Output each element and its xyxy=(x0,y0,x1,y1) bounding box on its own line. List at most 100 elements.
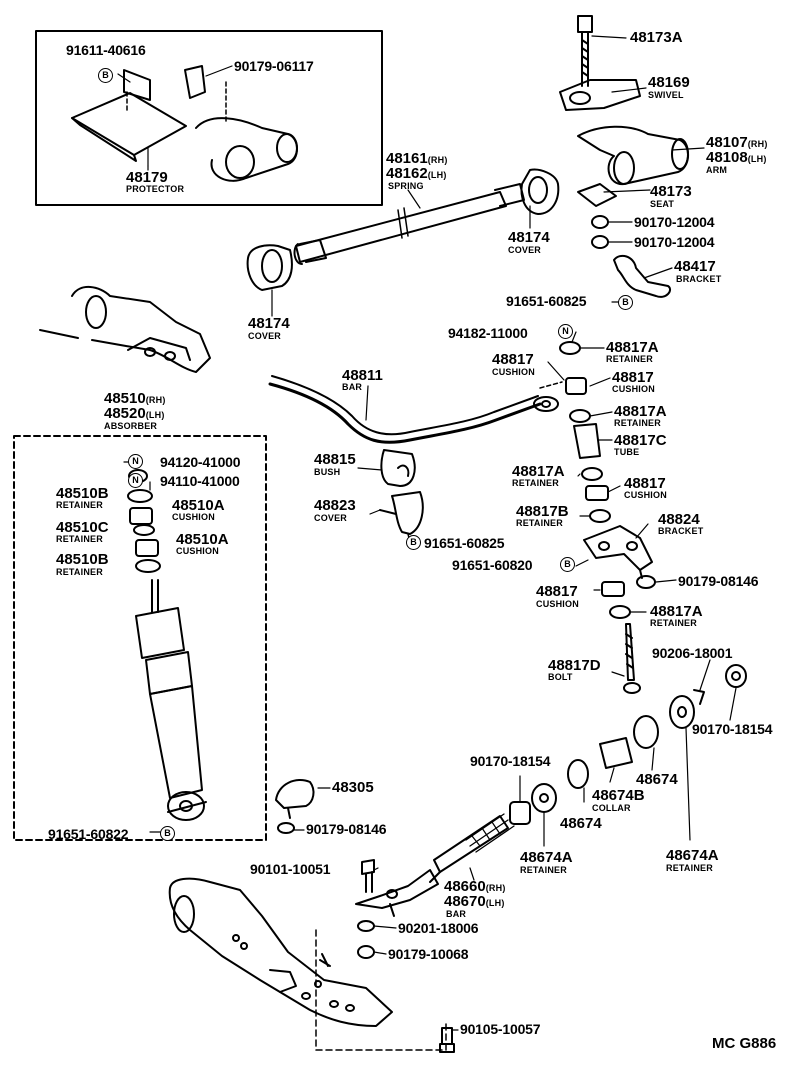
absorber-inset-frame xyxy=(13,435,267,841)
label-48670: 48670(LH) xyxy=(444,893,505,910)
label-48520: 48520(LH) xyxy=(104,405,165,422)
label-48510a-1: 48510A xyxy=(172,497,225,514)
badge-b-protector: B xyxy=(98,68,113,83)
cushion-48674-2 xyxy=(567,759,589,789)
sublabel-retainer-48674a-1: RETAINER xyxy=(520,865,567,875)
sublabel-retainer-4: RETAINER xyxy=(650,618,697,628)
sublabel-cushion-48510a-1: CUSHION xyxy=(172,512,215,522)
label-90201-18006: 90201-18006 xyxy=(398,920,479,936)
sublabel-retainer-b: RETAINER xyxy=(516,518,563,528)
label-48817a-2: 48817A xyxy=(614,403,667,420)
cover-48823 xyxy=(391,491,424,535)
label-90101-10051: 90101-10051 xyxy=(250,861,331,877)
label-90170-12004-b: 90170-12004 xyxy=(634,234,715,250)
sublabel-absorber: ABSORBER xyxy=(104,421,158,431)
retainer-48817a-3 xyxy=(581,467,603,481)
badge-n-3: N xyxy=(128,473,143,488)
bush-48815 xyxy=(380,449,416,487)
sublabel-bush: BUSH xyxy=(314,467,341,477)
sublabel-seat: SEAT xyxy=(650,199,675,209)
label-48817-3: 48817 xyxy=(624,475,666,492)
label-48660: 48660(RH) xyxy=(444,878,506,895)
badge-n-2: N xyxy=(128,454,143,469)
label-48173a: 48173A xyxy=(630,29,683,46)
seat-48173 xyxy=(577,183,617,207)
sublabel-bar: BAR xyxy=(342,382,363,392)
label-90170-18154-b: 90170-18154 xyxy=(470,753,551,769)
label-91651-60825-a: 91651-60825 xyxy=(506,293,587,309)
cushion-48510a-2 xyxy=(135,539,159,557)
label-48179: 48179 xyxy=(126,169,168,186)
bolt-90105-10057 xyxy=(439,1043,455,1053)
label-48823: 48823 xyxy=(314,497,356,514)
absorber-eye xyxy=(167,791,205,821)
label-48510: 48510(RH) xyxy=(104,390,166,407)
protector-clip xyxy=(184,65,206,99)
sublabel-retainer-48510c: RETAINER xyxy=(56,534,103,544)
label-48817d: 48817D xyxy=(548,657,601,674)
retainer-48817a-4 xyxy=(609,605,631,619)
protector-arm-sketch xyxy=(195,117,298,182)
torsion-spring-48161 xyxy=(295,191,507,263)
washer-90201-18006 xyxy=(357,920,375,932)
label-91651-60822: 91651-60822 xyxy=(48,826,129,842)
label-48174-b: 48174 xyxy=(508,229,550,246)
nut-90170-18154-a xyxy=(725,664,747,688)
label-91651-60825-b: 91651-60825 xyxy=(424,535,505,551)
badge-b-1: B xyxy=(618,295,633,310)
label-90170-12004-a: 90170-12004 xyxy=(634,214,715,230)
label-90179-08146-a: 90179-08146 xyxy=(678,573,759,589)
strut-bar-48660 xyxy=(433,815,509,873)
protector-plate xyxy=(71,92,187,156)
sublabel-protector: PROTECTOR xyxy=(126,184,185,194)
sublabel-cushion-2: CUSHION xyxy=(612,384,655,394)
washer-90206-18001 xyxy=(693,689,705,705)
diagram-code: MC G886 xyxy=(712,1035,777,1052)
sublabel-retainer-48674a-2: RETAINER xyxy=(666,863,713,873)
sublabel-collar: COLLAR xyxy=(592,803,631,813)
lower-frame xyxy=(168,877,393,1027)
label-48674b: 48674B xyxy=(592,787,645,804)
nut-90170-12004-a xyxy=(591,215,609,229)
protector-inset-frame xyxy=(35,30,383,206)
label-48510b-1: 48510B xyxy=(56,485,109,502)
tube-48817c xyxy=(573,423,601,459)
sublabel-bracket-48417: BRACKET xyxy=(676,274,722,284)
cover-48174-b xyxy=(520,168,560,215)
label-48674-2: 48674 xyxy=(560,815,602,832)
cushion-48817-3 xyxy=(585,485,609,501)
sublabel-cover-b: COVER xyxy=(508,245,542,255)
cushion-48817-2 xyxy=(565,377,587,395)
badge-b-3: B xyxy=(160,826,175,841)
label-90170-18154-a: 90170-18154 xyxy=(692,721,773,737)
nut-90179-10068 xyxy=(357,945,375,959)
label-94110-41000: 94110-41000 xyxy=(160,473,240,489)
nut-90170-18154-b xyxy=(509,801,531,825)
sublabel-retainer-48510b-1: RETAINER xyxy=(56,500,103,510)
sublabel-cover-a: COVER xyxy=(248,331,282,341)
label-48161: 48161(RH) xyxy=(386,150,448,167)
label-48817c: 48817C xyxy=(614,432,667,449)
badge-b-4: B xyxy=(406,535,421,550)
sublabel-retainer-2: RETAINER xyxy=(614,418,661,428)
sublabel-spring: SPRING xyxy=(388,181,424,191)
label-48510c: 48510C xyxy=(56,519,109,536)
strut-bar-end xyxy=(355,869,439,909)
label-90206-18001: 90206-18001 xyxy=(652,645,733,661)
label-48817-1: 48817 xyxy=(492,351,534,368)
cushion-48674-1 xyxy=(633,715,659,749)
label-48674-1: 48674 xyxy=(636,771,678,788)
label-48817a-4: 48817A xyxy=(650,603,703,620)
label-48108: 48108(LH) xyxy=(706,149,767,166)
label-48817-4: 48817 xyxy=(536,583,578,600)
stabilizer-bar-48811 xyxy=(268,382,542,444)
bump-stopper-48305 xyxy=(275,779,315,809)
label-48674a-1: 48674A xyxy=(520,849,573,866)
nut-90179-08146 xyxy=(636,575,656,589)
sublabel-tube: TUBE xyxy=(614,447,640,457)
cover-48174-a xyxy=(246,244,293,291)
collar-48674b xyxy=(599,737,633,769)
label-48674a-2: 48674A xyxy=(666,847,719,864)
